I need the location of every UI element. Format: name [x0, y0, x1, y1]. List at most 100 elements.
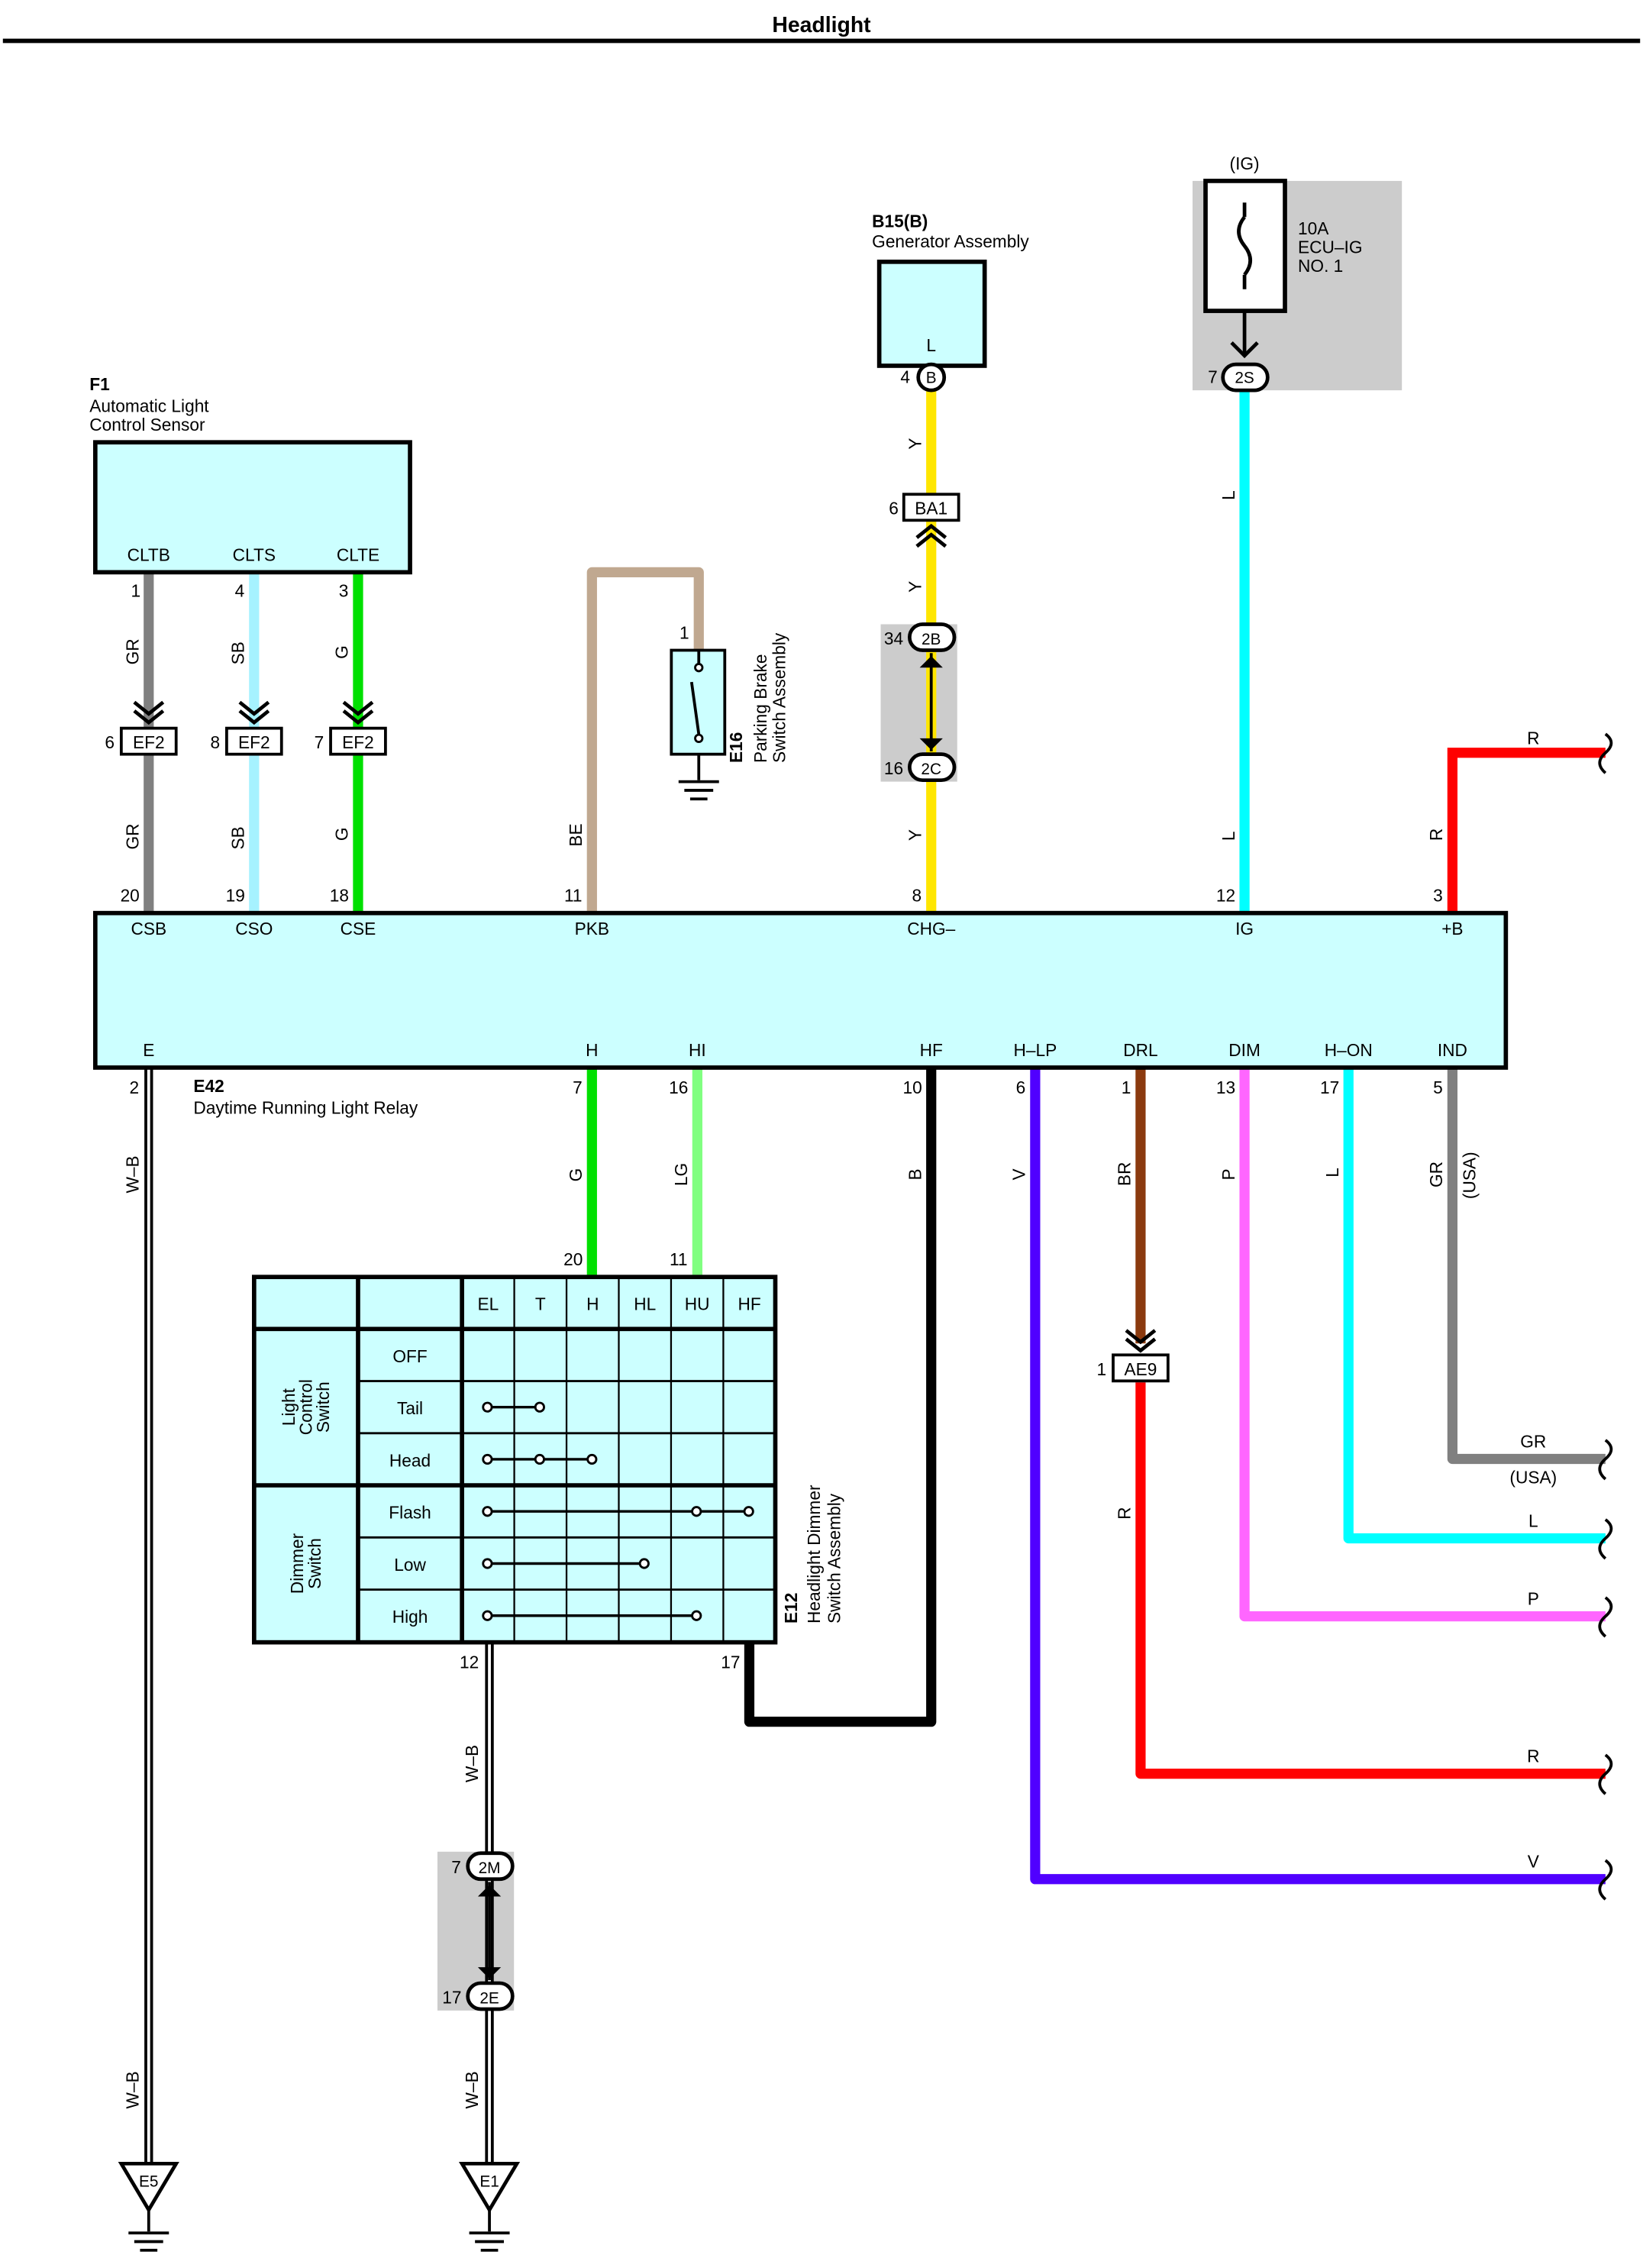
lbl-ig-up: L — [1219, 490, 1238, 500]
switch-contact-dot — [482, 1401, 493, 1413]
f1-pin-clts: CLTS — [233, 544, 276, 564]
ef2-b-num: 8 — [210, 732, 220, 752]
lbl-dim: P — [1219, 1168, 1238, 1180]
e42-pin-hlp: H–LP — [1013, 1040, 1057, 1060]
ground-e5-label: E5 — [139, 2173, 158, 2191]
switch-contact-dot — [534, 1401, 545, 1413]
table-row-label: Head — [389, 1450, 431, 1470]
wire-drl-red — [1135, 1382, 1606, 1779]
table-row-label: High — [392, 1607, 428, 1627]
c2b-label: 2B — [922, 631, 941, 648]
fuse-pinnum: 7 — [1208, 367, 1218, 387]
lbl-clte-dn: G — [332, 827, 352, 841]
e42-num-8: 8 — [912, 886, 922, 906]
f1-pinnum-4: 4 — [235, 581, 245, 601]
e42-pin-cse: CSE — [341, 919, 376, 939]
lbl-out-gr-usa: (USA) — [1509, 1468, 1557, 1488]
f1-code: F1 — [89, 374, 109, 394]
fuse-line1: 10A — [1298, 218, 1329, 238]
wire-dim — [1239, 1068, 1606, 1622]
table-col-header: HU — [685, 1294, 710, 1314]
lbl-chg-up2: Y — [905, 581, 925, 593]
e12-switch-table: 20 11 12 17 E12 Headlight Dimmer Switch … — [251, 1249, 844, 1672]
lbl-plusb-v: R — [1426, 829, 1446, 841]
e12-pin-hf: 17 — [721, 1653, 740, 1672]
fuse-icon — [1237, 215, 1252, 276]
junction-2m-2e: 2M 7 2E 17 — [442, 1851, 515, 2011]
table-col-header: HL — [634, 1294, 656, 1314]
wire-break-marks — [1598, 732, 1613, 1901]
switch-contact-dot — [534, 1453, 545, 1465]
f1-pin-clte: CLTE — [337, 544, 379, 564]
table-row-label: Flash — [389, 1503, 431, 1523]
table-group-label: Switch — [305, 1538, 324, 1589]
lbl-e-wire: W–B — [123, 1155, 143, 1193]
ba1-num: 6 — [889, 499, 899, 519]
lbl-out-l: L — [1528, 1510, 1538, 1530]
e12-code: E12 — [781, 1593, 801, 1623]
e42-num-20: 20 — [121, 886, 140, 906]
e16-code: E16 — [726, 732, 746, 763]
e42-num-1: 1 — [1122, 1077, 1131, 1097]
e42-num-17: 17 — [1320, 1077, 1339, 1097]
wire-hlp — [1030, 1068, 1606, 1885]
e42-num-19: 19 — [226, 886, 245, 906]
b15-box — [876, 259, 987, 368]
e42-pin-e: E — [143, 1040, 154, 1060]
e42-pin-cso: CSO — [235, 919, 273, 939]
ground-e5: E5 — [118, 2161, 179, 2252]
table-col-header: T — [535, 1294, 546, 1314]
ground-e1: E1 — [458, 2161, 521, 2252]
table-col-header: H — [586, 1294, 599, 1314]
e42-num-10: 10 — [903, 1077, 922, 1097]
fuse-ecu-ig: (IG) 10A ECU–IG NO. 1 2S 7 — [1203, 153, 1363, 393]
lbl-hlp: V — [1009, 1168, 1029, 1181]
e42-pin-ig: IG — [1235, 919, 1254, 939]
ae9-num: 1 — [1097, 1359, 1107, 1379]
f1-pin-cltb: CLTB — [128, 544, 170, 564]
lbl-hon: L — [1322, 1168, 1342, 1178]
wire-plusb — [1447, 748, 1606, 913]
table-col-header: HF — [738, 1294, 761, 1314]
b15-pinnum: 4 — [900, 367, 910, 387]
table-group-label: Dimmer — [287, 1533, 307, 1594]
switch-contact-dot — [691, 1506, 702, 1517]
e16-line2: Switch Assembly — [770, 632, 789, 763]
e16-line1: Parking Brake — [750, 654, 770, 764]
junction-2b-2c: 2B 34 2C 16 — [884, 622, 957, 783]
e42-num-3: 3 — [1433, 886, 1443, 906]
e42-pin-csb: CSB — [131, 919, 166, 939]
b15-pin-l: L — [926, 335, 936, 355]
lbl-ind: GR — [1426, 1161, 1446, 1187]
ae9-label: AE9 — [1124, 1359, 1157, 1379]
e12-pin-h: 20 — [563, 1249, 583, 1269]
lbl-clte-up: G — [332, 645, 352, 659]
switch-contact-dot — [482, 1610, 493, 1621]
lbl-clts-up: SB — [228, 641, 248, 664]
e16-pin: 1 — [679, 622, 689, 642]
f1-box — [92, 440, 412, 575]
e42-pin-chg: CHG– — [907, 919, 955, 939]
ef2-connectors: EF2 EF2 EF2 6 8 7 — [105, 700, 387, 756]
f1-line1: Automatic Light — [89, 396, 209, 415]
lbl-cltb-up: GR — [123, 638, 143, 664]
e42-pin-dim: DIM — [1228, 1040, 1260, 1060]
e42-num-2: 2 — [130, 1077, 140, 1097]
f1-line2: Control Sensor — [89, 415, 205, 435]
c2b-num: 34 — [884, 628, 903, 648]
fuse-ig-label: (IG) — [1230, 153, 1260, 173]
lbl-cltb-dn: GR — [123, 823, 143, 849]
f1-pinnum-3: 3 — [339, 581, 349, 601]
b15-conn: B — [926, 370, 937, 387]
lbl-el-up: W–B — [462, 1745, 482, 1782]
e42-pin-hf: HF — [920, 1040, 943, 1060]
ba1-connector: BA1 6 — [889, 493, 960, 548]
table-row-label: OFF — [392, 1346, 427, 1366]
lbl-clts-dn: SB — [228, 826, 248, 849]
switch-contact-dot — [638, 1558, 650, 1569]
switch-contact-dot — [482, 1506, 493, 1517]
switch-contact-dot — [482, 1558, 493, 1569]
lbl-plusb-h: R — [1527, 728, 1539, 748]
fuse-line2: ECU–IG — [1298, 237, 1362, 257]
